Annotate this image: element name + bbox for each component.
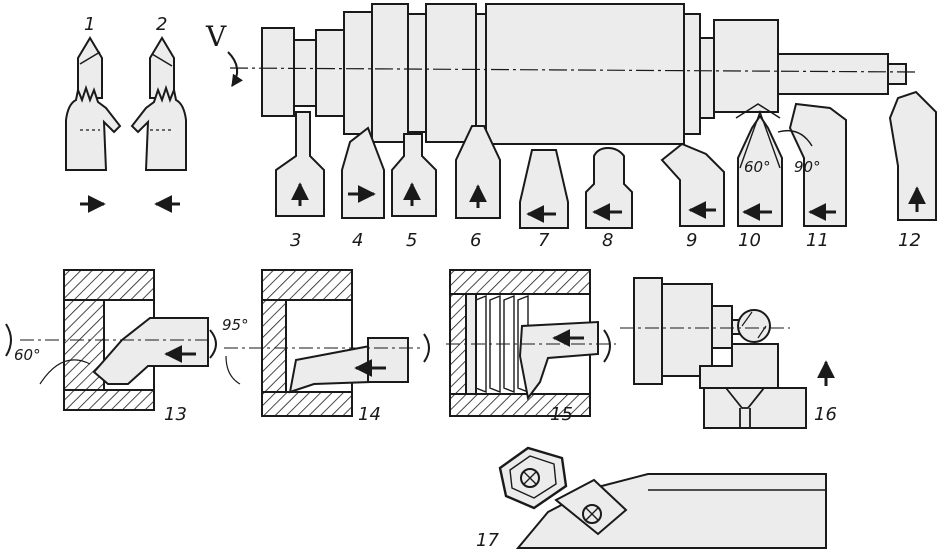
tool-number-10: 10 [738, 230, 761, 251]
fig-15-rotation [603, 329, 611, 363]
tool-number-16: 16 [814, 404, 837, 425]
tool-number-9: 9 [686, 230, 697, 251]
fig-13-angle-arc [39, 359, 91, 385]
fig-14-rotation [423, 333, 430, 363]
workpiece-shaft [261, 3, 907, 145]
tool-number-7: 7 [538, 230, 550, 251]
tool-11 [777, 102, 847, 227]
tool-number-13: 13 [164, 404, 187, 425]
tool-number-6: 6 [470, 230, 481, 251]
angle-tool-10: 60° [744, 158, 771, 176]
tool-5 [391, 133, 437, 217]
tool-number-11: 11 [806, 230, 829, 251]
angle-fig-13: 60° [14, 346, 41, 364]
left-hand-tool-2 [130, 36, 187, 171]
tool-number-4: 4 [352, 230, 363, 251]
tool-6 [455, 125, 501, 219]
tool-number-8: 8 [602, 230, 613, 251]
shaft-axis [229, 67, 916, 73]
angle-tool-11: 90° [794, 158, 821, 176]
rotation-arrow-v [227, 51, 243, 87]
fig-14-angle-arc [225, 355, 241, 385]
fig-13-rotation [5, 323, 12, 357]
tool-number-2: 2 [156, 14, 167, 35]
tool-number-5: 5 [406, 230, 417, 251]
tool-number-17: 17 [476, 530, 499, 551]
tool-7 [519, 149, 569, 229]
tool-number-14: 14 [358, 404, 381, 425]
tool-8 [585, 146, 633, 229]
fig-13-boring [63, 269, 209, 411]
fig-15-threading [449, 269, 599, 417]
angle-fig-14: 95° [222, 316, 249, 334]
tool-10 [735, 103, 783, 227]
fig-13-rotation-right [209, 329, 217, 359]
tool-3 [275, 111, 325, 217]
tool-number-3: 3 [290, 230, 301, 251]
tool-12 [888, 90, 937, 221]
fig-16-radius-turning [633, 277, 807, 429]
tool-number-15: 15 [550, 404, 573, 425]
tool-number-12: 12 [898, 230, 921, 251]
right-hand-tool-1 [65, 36, 122, 171]
speed-label: V [205, 20, 227, 53]
fig-14-boring [261, 269, 409, 417]
tool-4 [341, 126, 385, 219]
fig-17-insert-holder [498, 446, 827, 549]
tool-9 [660, 142, 725, 227]
tool-number-1: 1 [84, 14, 95, 35]
